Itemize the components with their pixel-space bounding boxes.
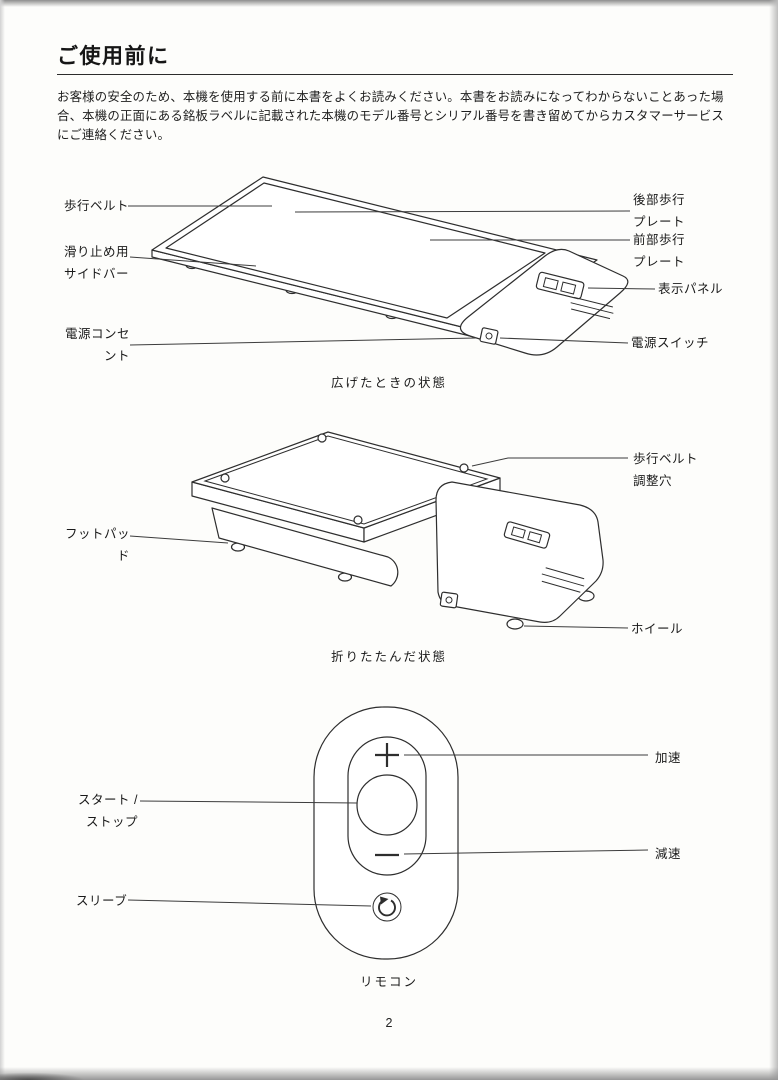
- treadmill-unfolded-illustration: [128, 176, 656, 356]
- title-divider: [57, 74, 733, 75]
- walking-belt-surface: [165, 182, 546, 319]
- leader-lines-folded: [129, 457, 629, 629]
- lower-deck-group: [211, 507, 399, 587]
- callout-walking-belt: 歩行ベルト: [64, 199, 130, 213]
- deck-top-surface: [191, 431, 501, 529]
- console-group: [435, 481, 604, 623]
- callout-rear-plate: 後部歩行 プレート: [633, 193, 686, 229]
- scan-edge-top: [0, 0, 778, 7]
- leader-lines-remote: [127, 754, 649, 907]
- intro-text: お客様の安全のため、本機を使用する前に本書をよくお読みください。本書をお読みにな…: [57, 90, 724, 143]
- callout-accelerate: 加速: [655, 751, 682, 765]
- clockwise-cycle-arrow-icon: [378, 896, 396, 917]
- callout-foot-pad: フットパッ ド: [64, 527, 130, 563]
- callout-start-stop: スタート / ストップ: [78, 793, 138, 829]
- wheel-shape: [506, 618, 524, 630]
- scan-smudge: [0, 1064, 140, 1080]
- callout-sleep: スリーブ: [76, 894, 128, 908]
- console-vent-lines: [541, 567, 585, 593]
- callout-power-outlet: 電源コンセ ント: [64, 327, 130, 363]
- console-body: [459, 248, 629, 356]
- callout-side-bar: 滑り止め用 サイドバー: [64, 245, 130, 281]
- sleep-button-shape: [372, 892, 402, 922]
- callout-wheel: ホイール: [631, 622, 684, 636]
- treadmill-folded-illustration: [129, 431, 629, 630]
- belt-adjustment-hole-shape: [459, 463, 469, 473]
- power-switch: [439, 591, 459, 609]
- callout-power-switch: 電源スイッチ: [631, 336, 710, 350]
- callout-belt-adjustment-hole: 歩行ベルト 調整穴: [633, 452, 699, 488]
- console-vent-lines: [570, 296, 614, 320]
- page-number: 2: [385, 1016, 393, 1030]
- remote-illustration: [127, 706, 649, 960]
- callout-display-panel: 表示パネル: [658, 282, 724, 296]
- leader-lines-unfolded: [128, 205, 656, 346]
- display-panel: [503, 521, 551, 549]
- scan-edge-left: [0, 0, 5, 1080]
- belt-adjustment-bolts: [220, 433, 469, 525]
- callout-decelerate: 減速: [655, 847, 682, 861]
- scan-edge-right: [769, 0, 778, 1080]
- caption-unfolded: 広げたときの状態: [330, 376, 447, 390]
- display-panel: [535, 271, 585, 300]
- callout-front-plate: 前部歩行 プレート: [633, 233, 686, 269]
- plus-icon: [375, 743, 399, 767]
- page-title: ご使用前に: [57, 45, 170, 68]
- caption-folded: 折りたたんだ状態: [330, 650, 447, 664]
- deck-group: [151, 176, 598, 341]
- console-body: [435, 481, 604, 623]
- caption-remote: リモコン: [359, 975, 418, 989]
- scan-edge-bottom: [0, 1067, 778, 1080]
- console-group: [459, 248, 629, 356]
- power-switch: [479, 327, 499, 345]
- lower-deck: [211, 507, 399, 587]
- start-stop-button-shape: [356, 774, 418, 836]
